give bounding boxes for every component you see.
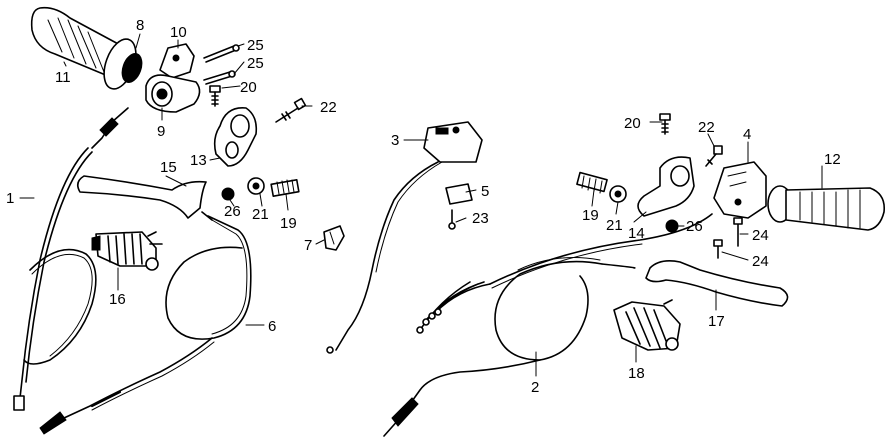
callout-5: 5	[481, 183, 489, 200]
left-grip	[30, 6, 143, 90]
callout-8: 8	[136, 17, 144, 34]
lever-bracket-13	[213, 107, 258, 167]
callout-26-right: 26	[686, 218, 703, 235]
callout-20-right: 20	[624, 115, 641, 132]
callout-19-right: 19	[582, 207, 599, 224]
throttle-housing	[145, 43, 201, 113]
callout-24-upper: 24	[752, 227, 769, 244]
callouts: 1 2 3 4 5 6 7 8 9 10 11 12 13 14 15 16 1…	[6, 17, 841, 396]
callout-13: 13	[190, 152, 207, 169]
callout-1: 1	[6, 190, 14, 207]
throttle-cable-2	[383, 213, 713, 437]
switch-16	[91, 231, 163, 271]
callout-24-lower: 24	[752, 253, 769, 270]
callout-11: 11	[55, 69, 71, 86]
callout-7: 7	[304, 237, 312, 254]
callout-22-right: 22	[698, 119, 715, 136]
adjuster-group-left	[221, 177, 300, 201]
callout-25-lower: 25	[247, 55, 264, 72]
callout-9: 9	[157, 123, 165, 140]
switch-18	[613, 299, 681, 351]
bolt-20-left	[209, 85, 221, 107]
nut-26-right	[665, 219, 679, 233]
callout-10: 10	[170, 24, 187, 41]
callout-19-left: 19	[280, 215, 297, 232]
callout-25-upper: 25	[247, 37, 264, 54]
callout-21-left: 21	[252, 206, 269, 223]
callout-16: 16	[109, 291, 126, 308]
callout-26-left: 26	[224, 203, 241, 220]
callout-3: 3	[391, 132, 399, 149]
screws-24	[713, 217, 743, 259]
callout-18: 18	[628, 365, 645, 382]
switch-housing-3	[326, 121, 483, 354]
callout-14: 14	[628, 225, 645, 242]
callout-15: 15	[160, 159, 177, 176]
callout-6: 6	[268, 318, 276, 335]
bolt-20-right	[659, 113, 671, 135]
callout-22-left: 22	[320, 99, 337, 116]
callout-2: 2	[531, 379, 539, 396]
clutch-lever-15	[76, 175, 207, 219]
lever-bracket-14	[637, 156, 695, 217]
bracket-5	[445, 183, 473, 230]
bolt-22-right	[705, 145, 723, 167]
switch-housing-4	[713, 161, 767, 219]
leader-lines	[19, 33, 823, 377]
screws-25	[203, 44, 240, 85]
bolt-22-left	[275, 97, 307, 123]
adjuster-group-right	[576, 171, 627, 203]
clutch-cable-1	[13, 107, 129, 411]
callout-17: 17	[708, 313, 725, 330]
callout-23: 23	[472, 210, 489, 227]
right-grip	[767, 185, 886, 231]
clip-7	[323, 225, 345, 251]
brake-lever-17	[645, 260, 789, 307]
cable-6	[39, 211, 252, 435]
callout-21-right: 21	[606, 217, 623, 234]
callout-20-left: 20	[240, 79, 257, 96]
callout-4: 4	[743, 126, 751, 143]
callout-12: 12	[824, 151, 841, 168]
